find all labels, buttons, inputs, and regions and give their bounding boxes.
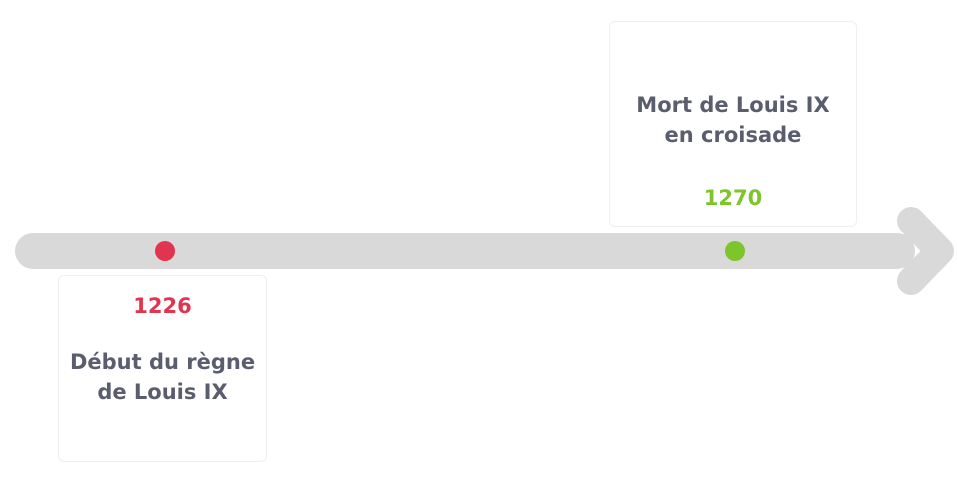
event-label-line: en croisade bbox=[664, 123, 802, 147]
event-card-1226: 1226 Début du règne de Louis IX bbox=[58, 275, 267, 462]
timeline-arrowhead-icon bbox=[897, 207, 954, 295]
event-marker-1226 bbox=[155, 241, 175, 261]
event-year: 1270 bbox=[703, 186, 763, 210]
event-label: Mort de Louis IX en croisade bbox=[610, 90, 856, 150]
timeline-bar bbox=[15, 233, 915, 269]
event-label-line: Mort de Louis IX bbox=[636, 93, 830, 117]
event-marker-1270 bbox=[725, 241, 745, 261]
event-label: Début du règne de Louis IX bbox=[59, 347, 266, 407]
event-label-line: de Louis IX bbox=[97, 380, 228, 404]
event-card-1270: Mort de Louis IX en croisade 1270 bbox=[609, 21, 857, 227]
event-year: 1226 bbox=[133, 294, 192, 318]
event-label-line: Début du règne bbox=[69, 350, 256, 374]
